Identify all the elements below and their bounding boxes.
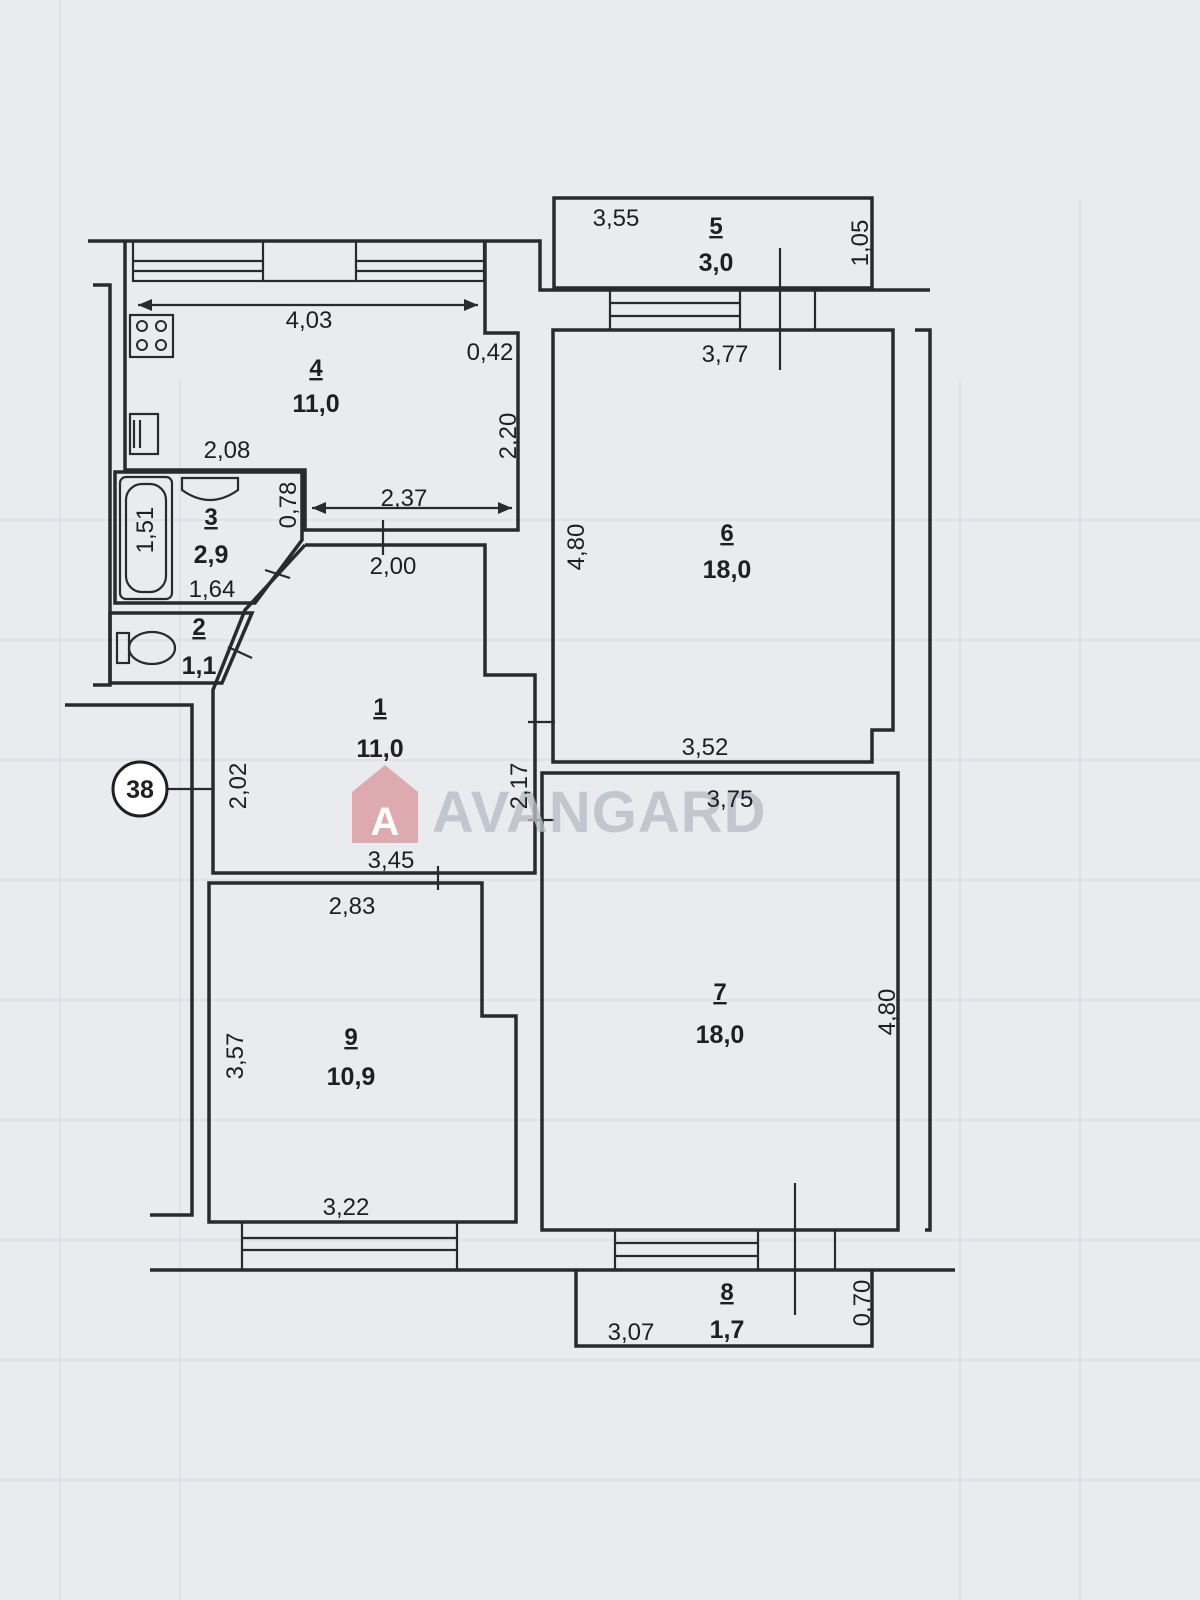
room-6-number: 6 <box>720 520 733 547</box>
dim-hall-left: 2,02 <box>225 763 252 810</box>
dim-hall-bottom: 3,45 <box>368 847 415 874</box>
window-room-7 <box>613 1228 837 1272</box>
room-8-number: 8 <box>720 1279 733 1306</box>
room-7-number: 7 <box>713 979 726 1006</box>
wc-2 <box>108 611 255 685</box>
dimension-arrows <box>138 299 512 514</box>
room-6-area: 18,0 <box>703 556 752 584</box>
room-1-area: 11,0 <box>356 735 403 763</box>
exterior-walls <box>65 239 955 1272</box>
room-5-number: 5 <box>709 213 722 240</box>
window-room-6 <box>608 288 817 332</box>
dim-kitchen-top: 4,03 <box>286 307 333 334</box>
room-9-number: 9 <box>344 1024 357 1051</box>
room-6 <box>551 328 895 764</box>
hall-1 <box>211 543 537 875</box>
bathtub-icon <box>118 475 174 601</box>
room-7-area: 18,0 <box>696 1021 745 1049</box>
dim-room9-side: 3,57 <box>222 1033 249 1080</box>
watermark-text: AVANGARD <box>432 780 767 845</box>
sink-icon <box>128 412 160 456</box>
dim-bath-top: 2,08 <box>204 437 251 464</box>
window-kitchen <box>131 239 486 283</box>
dim-hall-top: 2,00 <box>370 553 417 580</box>
room-3-area: 2,9 <box>194 541 229 569</box>
balcony-5 <box>552 196 874 290</box>
dim-room6-top: 3,77 <box>702 341 749 368</box>
dimension-labels: 3,55 4,03 0,42 2,37 2,08 1,64 2,00 3,45 … <box>132 205 901 1346</box>
room-4-number: 4 <box>309 355 323 382</box>
dim-balcony8-width: 0,70 <box>849 1280 876 1327</box>
room-labels: 1 11,0 2 1,1 3 2,9 4 11,0 5 3,0 6 18,0 7… <box>182 213 752 1344</box>
washbasin-icon <box>180 476 240 501</box>
room-8-area: 1,7 <box>710 1316 745 1344</box>
dim-bath-right: 0,78 <box>275 482 302 529</box>
stove-icon <box>128 313 175 359</box>
room-5-area: 3,0 <box>699 249 734 277</box>
dim-balcony5-length: 3,55 <box>593 205 640 232</box>
dim-room9-bottom: 3,22 <box>323 1194 370 1221</box>
room-4-area: 11,0 <box>292 390 339 418</box>
balcony-8 <box>574 1270 874 1348</box>
room-9 <box>207 881 518 1224</box>
room-2-area: 1,1 <box>182 652 217 680</box>
dim-balcony5-width: 1,05 <box>847 220 874 267</box>
dim-room7-side: 4,80 <box>874 989 901 1036</box>
dim-bath-side: 1,51 <box>132 507 159 554</box>
room-1-number: 1 <box>373 694 386 721</box>
dim-bath-bottom: 1,64 <box>189 576 236 603</box>
dim-room9-top: 2,83 <box>329 893 376 920</box>
entrance-marker <box>111 760 169 818</box>
dim-kitchen-side: 2,20 <box>495 413 522 460</box>
room-9-area: 10,9 <box>327 1063 376 1091</box>
avangard-watermark: A AVANGARD <box>352 765 767 845</box>
dim-room6-bottom: 3,52 <box>682 734 729 761</box>
door-marks <box>211 520 555 890</box>
dim-room6-side: 4,80 <box>563 524 590 571</box>
dim-hall-right: 2,17 <box>506 763 533 810</box>
dim-kitchen-bottom: 2,37 <box>381 485 428 512</box>
marker-label: 38 <box>126 776 154 804</box>
watermark-logo-letter: A <box>371 800 400 844</box>
toilet-icon <box>115 630 177 666</box>
dim-room7-top: 3,75 <box>707 786 754 813</box>
dim-kitchen-niche: 0,42 <box>467 339 514 366</box>
room-3-number: 3 <box>204 504 217 531</box>
dim-balcony8-length: 3,07 <box>608 1319 655 1346</box>
kitchen-walls <box>123 241 520 532</box>
room-2-number: 2 <box>192 614 205 641</box>
window-room-9 <box>240 1220 459 1272</box>
